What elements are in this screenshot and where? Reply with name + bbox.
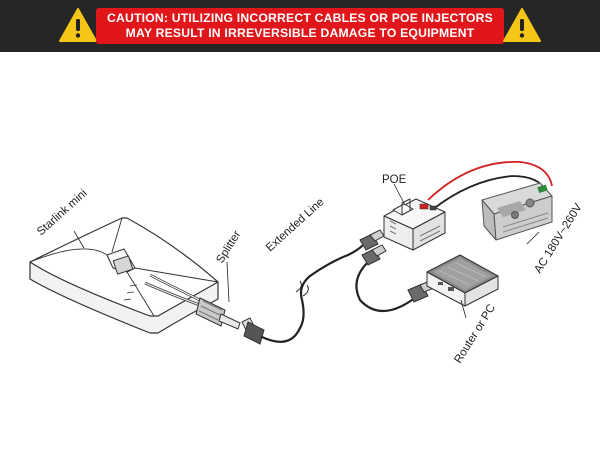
router-pc (426, 254, 499, 307)
starlink-mini-dish (29, 217, 219, 334)
caution-box: CAUTION: UTILIZING INCORRECT CABLES OR P… (96, 8, 504, 44)
caution-line-2: MAY RESULT IN IRREVERSIBLE DAMAGE TO EQU… (125, 26, 475, 40)
poe-upper-plug (359, 229, 385, 251)
label-splitter: Splitter (214, 229, 243, 266)
splitter (195, 297, 241, 330)
label-starlink-mini: Starlink mini (35, 187, 90, 238)
poe-lower-plug (361, 244, 387, 266)
break-mark (295, 280, 309, 297)
caution-banner: CAUTION: UTILIZING INCORRECT CABLES OR P… (0, 0, 600, 52)
warning-icon (503, 8, 541, 42)
label-poe: POE (382, 174, 407, 186)
extended-line-cable (260, 244, 364, 343)
label-router-or-pc: Router or PC (452, 302, 498, 365)
poe-to-router-cable (355, 260, 414, 313)
ac-power-supply (481, 182, 553, 241)
caution-line-1: CAUTION: UTILIZING INCORRECT CABLES OR P… (107, 11, 493, 25)
extended-line-connector (241, 317, 265, 345)
label-extended-line: Extended Line (264, 196, 327, 254)
poe-psu-red-wire (427, 161, 553, 201)
poe-injector (383, 198, 446, 251)
leader-lines (73, 183, 540, 319)
warning-icon (59, 8, 97, 42)
